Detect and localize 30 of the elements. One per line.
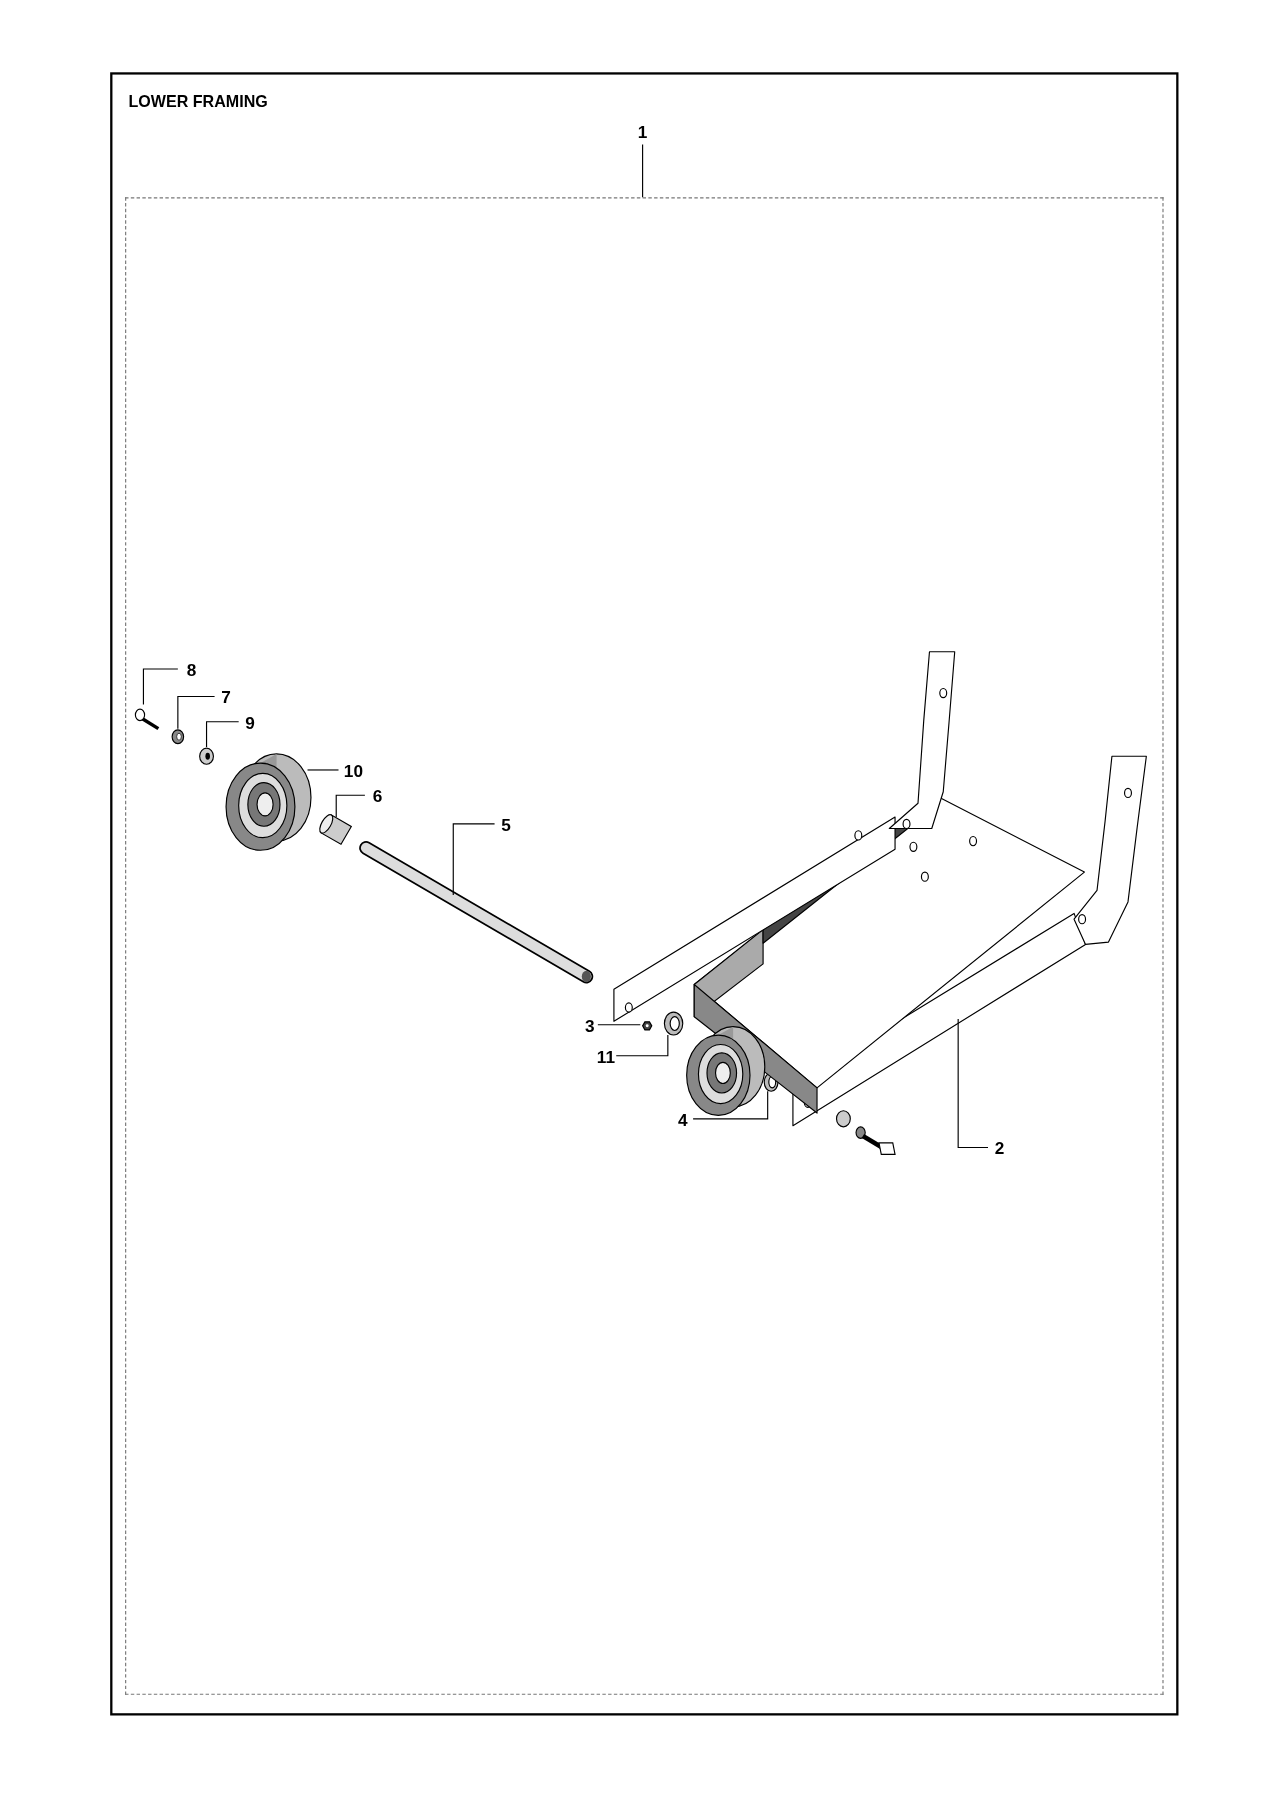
frame-drawing bbox=[792, 755, 1147, 1127]
leader-line bbox=[306, 769, 340, 771]
callout-number: 4 bbox=[678, 1110, 688, 1130]
section-title: LOWER FRAMING bbox=[128, 91, 268, 111]
callout-number: 7 bbox=[221, 688, 231, 707]
washer-drawing bbox=[171, 729, 185, 745]
callout-number: 8 bbox=[186, 660, 197, 680]
callout-number: 5 bbox=[501, 815, 511, 835]
callout-number: 3 bbox=[585, 1016, 595, 1036]
leader-line bbox=[692, 1090, 769, 1120]
leader-line bbox=[597, 1024, 641, 1026]
callout-number: 2 bbox=[994, 1139, 1005, 1158]
wheel-drawing bbox=[225, 753, 312, 851]
nut-drawing bbox=[641, 1021, 653, 1031]
bolt-drawing bbox=[134, 708, 160, 731]
callout-number: 11 bbox=[596, 1047, 615, 1067]
bearing-drawing bbox=[663, 1011, 684, 1036]
leader-line bbox=[142, 668, 179, 706]
axle-drawing bbox=[359, 841, 594, 984]
leader-line bbox=[615, 1034, 669, 1057]
callout-number: 6 bbox=[372, 787, 383, 806]
leader-line bbox=[205, 721, 240, 748]
leader-line bbox=[642, 144, 644, 198]
leader-line bbox=[452, 823, 496, 896]
callout-number: 1 bbox=[637, 122, 648, 142]
callout-number: 10 bbox=[343, 761, 363, 781]
leader-line bbox=[335, 794, 366, 818]
leader-line bbox=[177, 695, 216, 730]
callout-number: 9 bbox=[245, 713, 255, 733]
washer-drawing bbox=[199, 747, 214, 765]
